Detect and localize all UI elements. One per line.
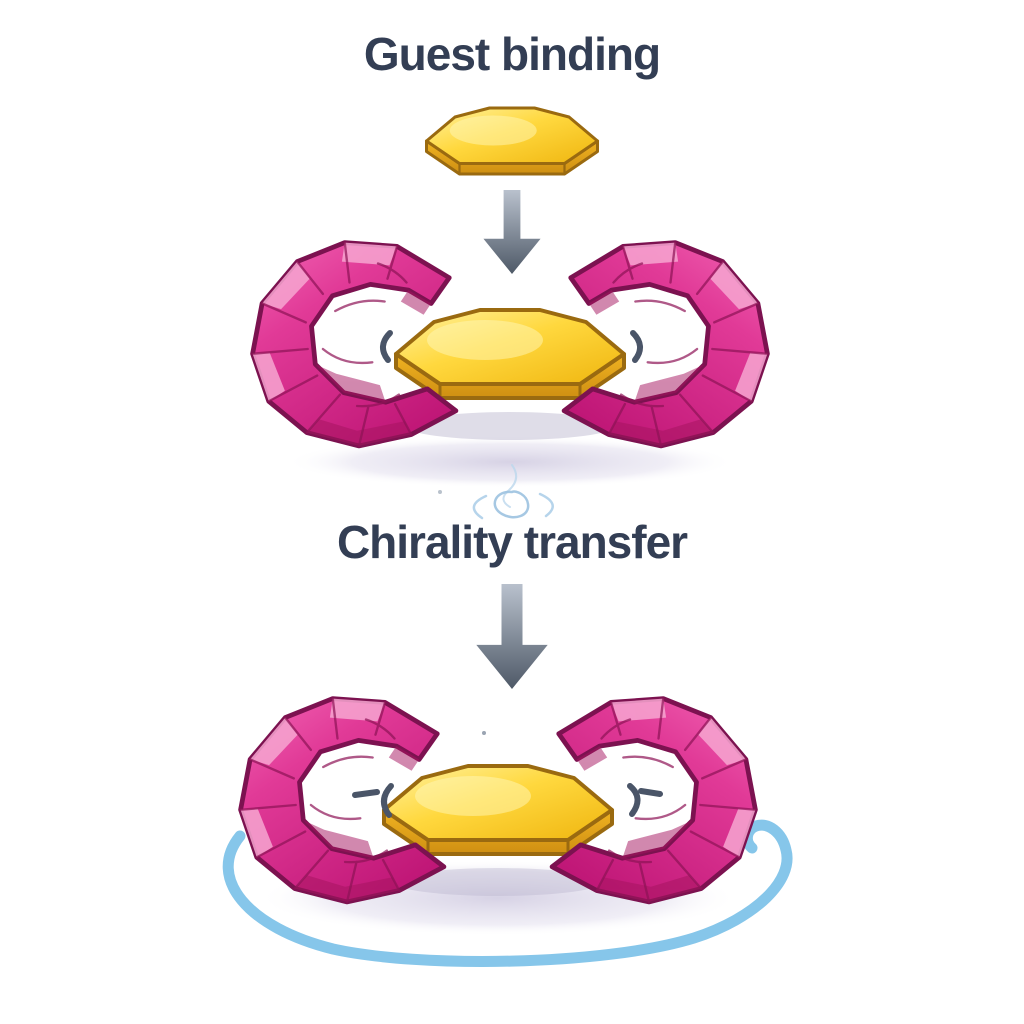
host-guest-complex-1: [253, 243, 768, 488]
bound-guest-disc-1: [394, 308, 626, 400]
host-guest-complex-2: [222, 699, 793, 967]
speck-dot-2: [482, 731, 486, 735]
chirality-swirl-icon: [472, 464, 554, 520]
complex1-ground-shadow: [285, 436, 735, 488]
binding-bracket-marks-1: [380, 330, 643, 363]
down-arrow-1: [483, 190, 541, 274]
down-arrow-2: [476, 584, 548, 689]
step2-title: Chirality transfer: [337, 516, 688, 568]
complex2-disc-shadow: [393, 868, 603, 896]
speck-dot-1: [438, 490, 442, 494]
binding-bracket-marks-2: [352, 783, 663, 818]
rotation-arrow: [222, 819, 793, 967]
step1-title: Guest binding: [364, 28, 660, 80]
free-guest-disc: [425, 106, 599, 176]
bound-guest-disc-2: [382, 764, 614, 856]
complex1-disc-shadow: [405, 412, 615, 440]
